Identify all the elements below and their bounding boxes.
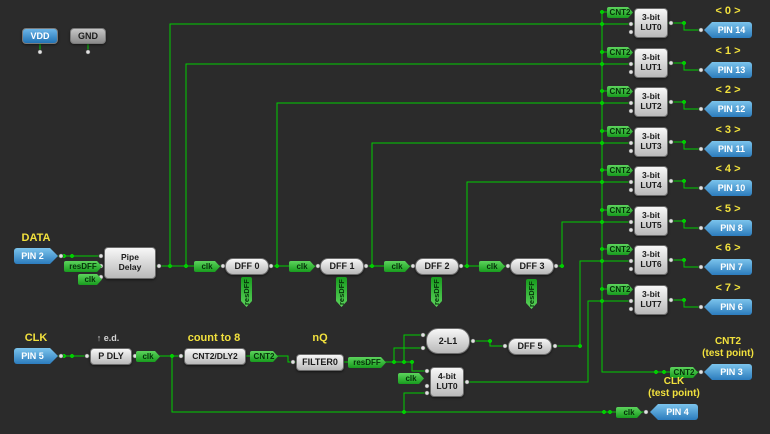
pin-10[interactable]: PIN 10 (704, 180, 752, 196)
pipe-delay-line2: Delay (118, 262, 142, 272)
cnt2-badge-lut3[interactable]: CNT2 (607, 126, 633, 137)
clk-badge-pipe[interactable]: clk (78, 274, 102, 285)
lut7-line2: LUT7 (640, 299, 662, 309)
pipe-delay-line1: Pipe (121, 252, 139, 263)
lut4-line1: 3-bit (642, 170, 660, 181)
pin-5[interactable]: PIN 5 (14, 348, 58, 364)
resdff-badge-dff2[interactable]: resDFF (431, 277, 442, 307)
pin-14[interactable]: PIN 14 (704, 22, 752, 38)
lut5-line1: 3-bit (642, 210, 660, 221)
pin-12[interactable]: PIN 12 (704, 101, 752, 117)
output-index-label-2: < 2 > (715, 84, 741, 96)
dff3-block[interactable]: DFF 3 (510, 258, 554, 275)
clk-badge-pdly[interactable]: clk (136, 351, 160, 362)
dff2-block[interactable]: DFF 2 (415, 258, 459, 275)
lut-3bit-0-block[interactable]: 3-bit LUT0 (634, 8, 668, 38)
output-index-label-4: < 4 > (715, 163, 741, 175)
clk-testpoint-label-line1: CLK (663, 376, 685, 387)
clk-badge-dff2[interactable]: clk (384, 261, 410, 272)
vdd-source[interactable]: VDD (22, 28, 58, 44)
junction-dots (62, 10, 686, 414)
lut0-line1: 3-bit (642, 12, 660, 23)
cnt2-badge-lut7[interactable]: CNT2 (607, 284, 633, 295)
output-index-label-0: < 0 > (715, 5, 741, 17)
lut-3bit-1-block[interactable]: 3-bit LUT1 (634, 48, 668, 78)
cnt2-badge-lut2[interactable]: CNT2 (607, 86, 633, 97)
pin-2[interactable]: PIN 2 (14, 248, 58, 264)
lut1-line2: LUT1 (640, 62, 662, 72)
resdff-badge-dff0[interactable]: resDFF (241, 277, 252, 307)
lut-3bit-4-block[interactable]: 3-bit LUT4 (634, 166, 668, 196)
clk-badge-lut4[interactable]: clk (398, 373, 424, 384)
nq-label: nQ (312, 332, 328, 344)
lut7-line1: 3-bit (642, 289, 660, 300)
output-index-label-1: < 1 > (715, 45, 741, 57)
clk-badge-dff1[interactable]: clk (289, 261, 315, 272)
dff0-block[interactable]: DFF 0 (225, 258, 269, 275)
clk-testpoint-label-line2: (test point) (648, 388, 700, 399)
pin-13[interactable]: PIN 13 (704, 62, 752, 78)
lut3-line1: 3-bit (642, 131, 660, 142)
output-index-label-3: < 3 > (715, 124, 741, 136)
lut-4bit-line2: LUT0 (436, 381, 458, 391)
output-index-label-7: < 7 > (715, 282, 741, 294)
pipe-delay-block[interactable]: Pipe Delay (104, 247, 156, 279)
resdff-badge-filter[interactable]: resDFF (348, 357, 386, 368)
dff5-block[interactable]: DFF 5 (508, 338, 552, 355)
cnt2-testpoint-label-line2: (test point) (702, 348, 754, 359)
pin-3[interactable]: PIN 3 (704, 364, 752, 380)
lut6-line1: 3-bit (642, 249, 660, 260)
cnt2-badge-lut6[interactable]: CNT2 (607, 244, 633, 255)
cnt2-testpoint-label-line1: CNT2 (714, 336, 742, 347)
cnt2-badge-lut1[interactable]: CNT2 (607, 47, 633, 58)
clk-badge-dff0[interactable]: clk (194, 261, 220, 272)
lut3-line2: LUT3 (640, 141, 662, 151)
pin-11[interactable]: PIN 11 (704, 141, 752, 157)
cnt2-badge-lut5[interactable]: CNT2 (607, 205, 633, 216)
cnt2-badge-counter[interactable]: CNT2 (250, 351, 278, 362)
lut-3bit-3-block[interactable]: 3-bit LUT3 (634, 127, 668, 157)
clk-badge-testpoint[interactable]: clk (616, 407, 642, 418)
lut2-line1: 3-bit (642, 91, 660, 102)
cnt2-badge-lut4[interactable]: CNT2 (607, 165, 633, 176)
rising-edge-label: ↑ e.d. (96, 333, 120, 343)
lut-4bit-line1: 4-bit (438, 371, 456, 382)
output-index-label-6: < 6 > (715, 242, 741, 254)
cnt2-badge-lut0[interactable]: CNT2 (607, 7, 633, 18)
lut1-line1: 3-bit (642, 52, 660, 63)
lut0-line2: LUT0 (640, 22, 662, 32)
lut-3bit-7-block[interactable]: 3-bit LUT7 (634, 285, 668, 315)
dff1-block[interactable]: DFF 1 (320, 258, 364, 275)
pin-8[interactable]: PIN 8 (704, 220, 752, 236)
data-net-label: DATA (21, 232, 51, 244)
clk-net-label: CLK (24, 332, 48, 344)
lut-3bit-2-block[interactable]: 3-bit LUT2 (634, 87, 668, 117)
lut2-line2: LUT2 (640, 101, 662, 111)
filter0-block[interactable]: FILTER0 (296, 354, 344, 371)
clk-badge-dff3[interactable]: clk (479, 261, 505, 272)
lut6-line2: LUT6 (640, 259, 662, 269)
output-index-label-5: < 5 > (715, 203, 741, 215)
pdly-block[interactable]: P DLY (90, 348, 132, 365)
lut4-line2: LUT4 (640, 180, 662, 190)
cnt2-badge-testpoint[interactable]: CNT2 (670, 367, 698, 378)
cnt2-dly2-block[interactable]: CNT2/DLY2 (184, 348, 246, 365)
lut-3bit-5-block[interactable]: 3-bit LUT5 (634, 206, 668, 236)
pin-4[interactable]: PIN 4 (650, 404, 698, 420)
pin-7[interactable]: PIN 7 (704, 259, 752, 275)
resdff-badge-dff3[interactable]: resDFF (526, 279, 537, 309)
resdff-badge-pipe[interactable]: resDFF (64, 261, 102, 272)
lut-2l1-block[interactable]: 2-L1 (426, 328, 470, 354)
gnd-source[interactable]: GND (70, 28, 106, 44)
resdff-badge-dff1[interactable]: resDFF (336, 277, 347, 307)
lut-4bit-block[interactable]: 4-bit LUT0 (430, 367, 464, 397)
lut5-line2: LUT5 (640, 220, 662, 230)
pin-6[interactable]: PIN 6 (704, 299, 752, 315)
lut-3bit-6-block[interactable]: 3-bit LUT6 (634, 245, 668, 275)
count-to-8-label: count to 8 (187, 332, 241, 344)
